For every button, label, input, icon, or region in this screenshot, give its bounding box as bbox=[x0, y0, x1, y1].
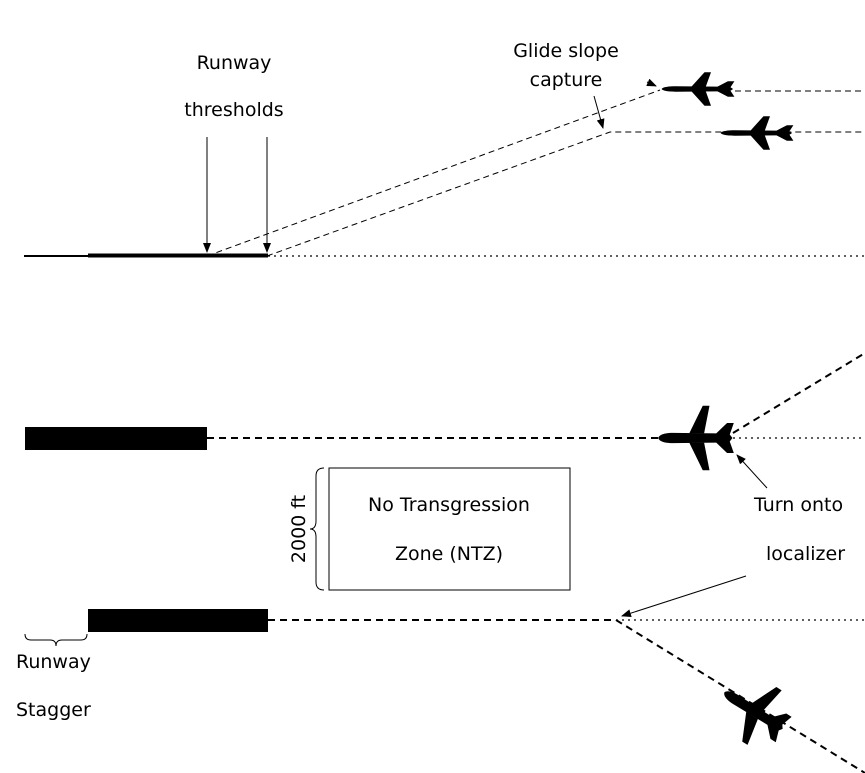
turn-label-2: localizer bbox=[766, 543, 845, 565]
runway-thresholds-label-2: thresholds bbox=[184, 99, 283, 121]
runway-right bbox=[88, 609, 268, 632]
capture-arrow-upper bbox=[646, 78, 657, 87]
ntz-box bbox=[328, 467, 571, 591]
ntz-width-brace bbox=[309, 467, 325, 591]
capture-arrow-lower bbox=[593, 95, 605, 129]
aircraft-plan-turning bbox=[707, 665, 801, 757]
glide-slope-label-1: Glide slope bbox=[513, 40, 619, 62]
glide-path-lower bbox=[266, 131, 865, 257]
stagger-label-1: Runway bbox=[16, 651, 91, 673]
ntz-width-label: 2000 ft bbox=[288, 495, 310, 563]
intercept-path-left bbox=[732, 352, 865, 434]
stagger-brace bbox=[24, 633, 88, 647]
runway-thresholds-label-1: Runway bbox=[197, 52, 272, 74]
aircraft-plan-on-localizer bbox=[658, 405, 734, 471]
aircraft-profile-lower bbox=[720, 116, 794, 150]
turn-label-1: Turn onto bbox=[753, 494, 843, 516]
profile-view bbox=[24, 78, 865, 258]
ntz-label-2: Zone (NTZ) bbox=[395, 543, 503, 565]
glide-slope-label-2: capture bbox=[530, 69, 603, 91]
ntz-label-1: No Transgression bbox=[368, 494, 530, 516]
stagger-label-2: Stagger bbox=[16, 699, 91, 721]
runway-profile bbox=[88, 253, 268, 258]
glide-path-upper bbox=[206, 89, 661, 257]
turn-arrow-upper bbox=[736, 454, 768, 489]
aircraft-profile-upper bbox=[661, 72, 735, 106]
runway-left bbox=[25, 427, 207, 450]
turn-arrow-lower bbox=[621, 575, 747, 618]
